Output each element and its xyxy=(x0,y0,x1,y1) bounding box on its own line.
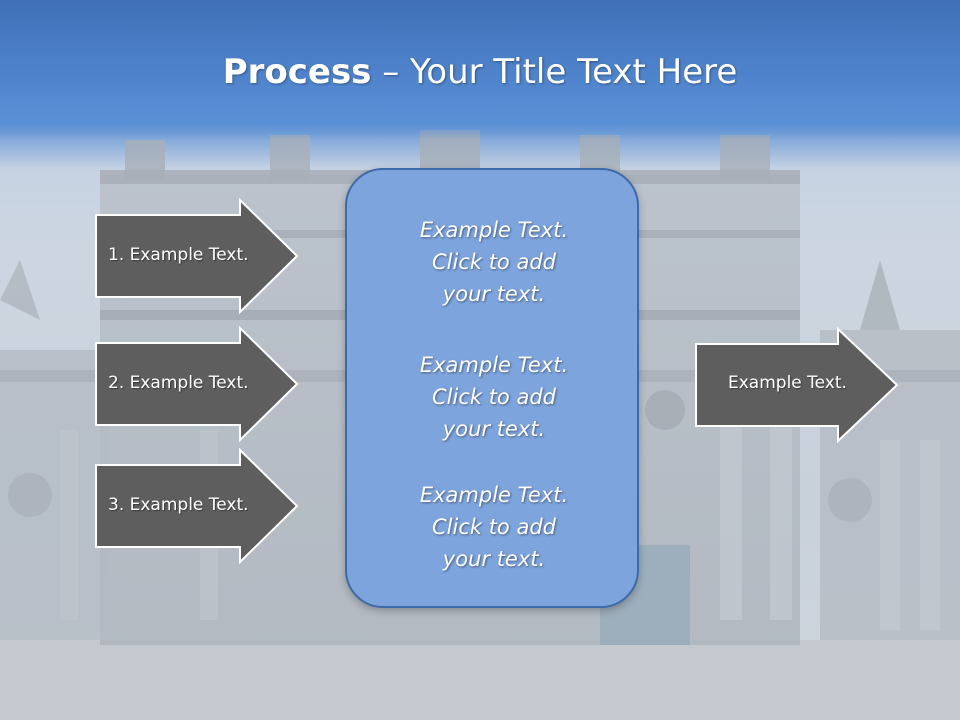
center-paragraph-2: Example Text. Click to add your text. xyxy=(347,349,641,445)
step-arrow-1[interactable]: 1. Example Text. xyxy=(94,198,300,314)
para-line: your text. xyxy=(347,413,641,445)
para-line: Click to add xyxy=(347,511,641,543)
title-rest: – Your Title Text Here xyxy=(371,52,737,92)
output-label: Example Text. xyxy=(728,373,847,393)
para-line: Example Text. xyxy=(347,479,641,511)
step-arrow-3[interactable]: 3. Example Text. xyxy=(94,448,300,564)
output-arrow[interactable]: Example Text. xyxy=(694,327,900,443)
step-label-2: 2. Example Text. xyxy=(108,373,249,393)
para-line: Example Text. xyxy=(347,349,641,381)
step-arrow-2[interactable]: 2. Example Text. xyxy=(94,326,300,442)
para-line: your text. xyxy=(347,278,641,310)
center-paragraph-1: Example Text. Click to add your text. xyxy=(347,214,641,310)
slide-title[interactable]: Process – Your Title Text Here xyxy=(0,52,960,92)
para-line: Example Text. xyxy=(347,214,641,246)
center-text-box[interactable]: Example Text. Click to add your text. Ex… xyxy=(345,168,639,608)
title-bold: Process xyxy=(223,52,372,92)
para-line: your text. xyxy=(347,543,641,575)
para-line: Click to add xyxy=(347,246,641,278)
step-label-3: 3. Example Text. xyxy=(108,495,249,515)
para-line: Click to add xyxy=(347,381,641,413)
center-paragraph-3: Example Text. Click to add your text. xyxy=(347,479,641,575)
step-label-1: 1. Example Text. xyxy=(108,245,249,265)
